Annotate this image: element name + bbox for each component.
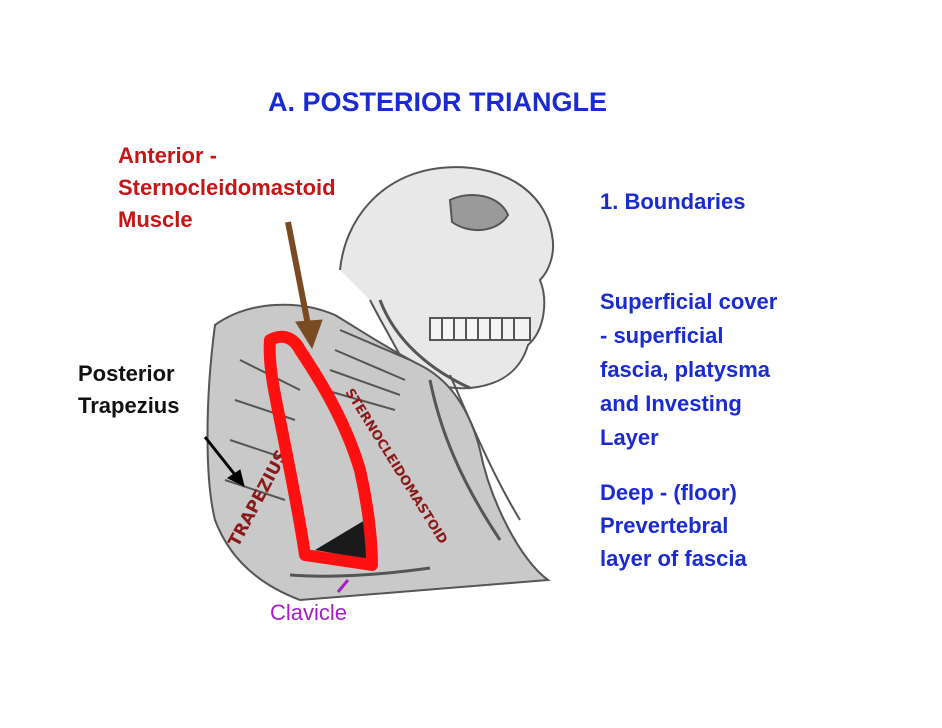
superficial-line: - superficial	[600, 322, 777, 356]
page-title: A. POSTERIOR TRIANGLE	[268, 86, 607, 120]
boundaries-heading: 1. Boundaries	[600, 188, 745, 216]
posterior-label-line: Posterior	[78, 360, 179, 392]
superficial-line: and Investing	[600, 390, 777, 424]
deep-line: Prevertebral	[600, 512, 747, 545]
deep-line: layer of fascia	[600, 545, 747, 578]
superficial-line: fascia, platysma	[600, 356, 777, 390]
posterior-label: Posterior Trapezius	[78, 360, 179, 424]
clavicle-label: Clavicle	[270, 600, 347, 626]
superficial-line: Layer	[600, 424, 777, 458]
anterior-label-line: Muscle	[118, 206, 336, 238]
anterior-label: Anterior - Sternocleidomastoid Muscle	[118, 142, 336, 238]
deep-line: Deep - (floor)	[600, 479, 747, 512]
anterior-label-line: Anterior -	[118, 142, 336, 174]
deep-description: Deep - (floor) Prevertebral layer of fas…	[600, 479, 747, 578]
anterior-label-line: Sternocleidomastoid	[118, 174, 336, 206]
posterior-label-line: Trapezius	[78, 392, 179, 424]
superficial-line: Superficial cover	[600, 288, 777, 322]
superficial-description: Superficial cover - superficial fascia, …	[600, 288, 777, 458]
